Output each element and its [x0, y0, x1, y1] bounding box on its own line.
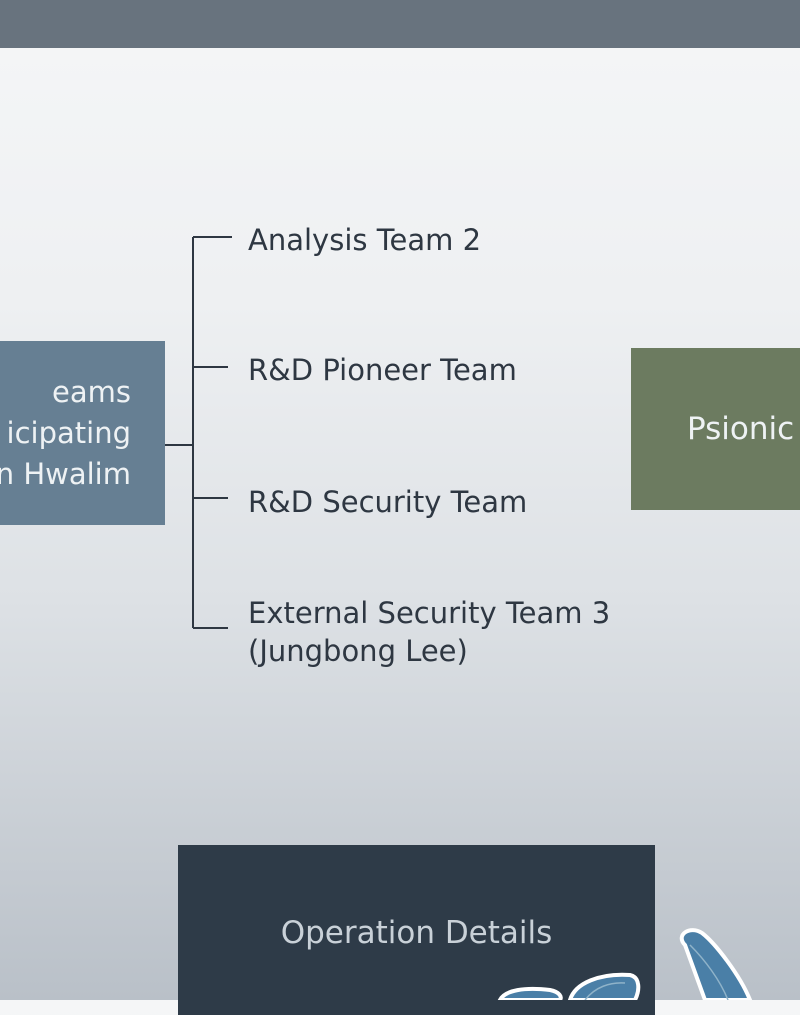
psionic-box: Psionic [631, 348, 800, 510]
operation-details-label: Operation Details [280, 915, 553, 951]
source-teams-box: eams icipating n Hwalim [0, 341, 165, 525]
branch-label-rd-security-team: R&D Security Team [248, 485, 528, 519]
source-box-line-1: eams [52, 374, 131, 409]
branch-label-4-line-1: External Security Team 3 [248, 596, 611, 630]
source-box-line-3: n Hwalim [0, 456, 131, 491]
psionic-label: Psionic [687, 411, 795, 447]
branch-label-analysis-team-2: Analysis Team 2 [248, 223, 482, 257]
operation-details-box: Operation Details [178, 845, 655, 1015]
branch-label-external-security-team-3: External Security Team 3 (Jungbong Lee) [248, 594, 610, 670]
hand-illustration [497, 928, 753, 1000]
top-bar [0, 0, 800, 48]
branch-label-rd-pioneer-team: R&D Pioneer Team [248, 353, 517, 387]
branch-label-4-line-2: (Jungbong Lee) [248, 634, 468, 668]
source-box-line-2: icipating [6, 415, 131, 450]
